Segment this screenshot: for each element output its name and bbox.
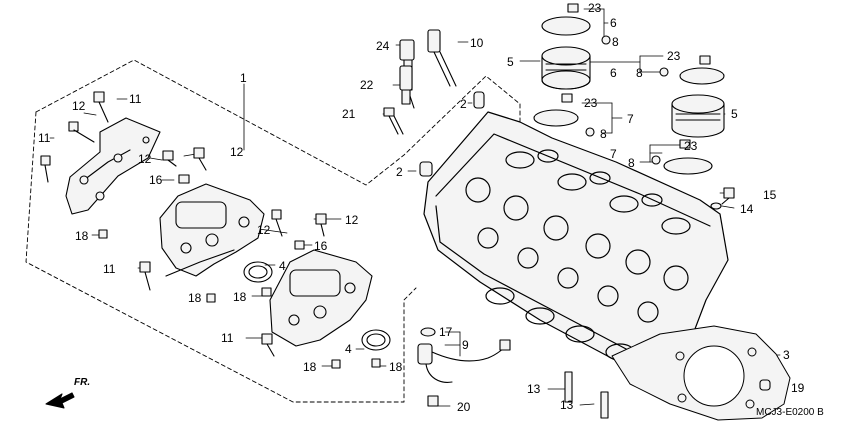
- callout-2: 2: [396, 165, 403, 179]
- callout-18: 18: [75, 229, 89, 243]
- callout-11: 11: [129, 92, 142, 106]
- callout-23: 23: [584, 96, 598, 110]
- bolts-left: [40, 91, 381, 369]
- callout-13: 13: [560, 398, 574, 412]
- callout-8: 8: [636, 66, 643, 80]
- callout-15: 15: [763, 188, 777, 202]
- spark-plugs: [383, 29, 457, 135]
- bolts-right: [710, 187, 735, 210]
- callout-6: 6: [610, 66, 617, 80]
- callout-5: 5: [731, 107, 738, 121]
- dowel-pins: [419, 91, 485, 177]
- intake-insulators: [533, 3, 725, 175]
- studs: [564, 371, 771, 419]
- callout-23: 23: [684, 139, 698, 153]
- part-code: MCJ3-E0200 B: [756, 407, 824, 418]
- left-group-outline-bottom: [25, 111, 417, 403]
- callout-13: 13: [527, 382, 541, 396]
- head-gasket: [611, 325, 791, 421]
- o-rings: [243, 261, 391, 351]
- callout-6: 6: [610, 16, 617, 30]
- callout-12: 12: [72, 99, 86, 113]
- camshaft-holder-mid: [159, 183, 265, 277]
- callout-12: 12: [345, 213, 359, 227]
- callout-16: 16: [149, 173, 163, 187]
- callout-10: 10: [470, 36, 484, 50]
- camshaft-holder-rear: [269, 249, 373, 347]
- callout-22: 22: [360, 78, 374, 92]
- callout-21: 21: [342, 107, 356, 121]
- callout-16: 16: [314, 239, 328, 253]
- callout-11: 11: [221, 331, 234, 345]
- callout-12: 12: [138, 152, 152, 166]
- callout-8: 8: [612, 35, 619, 49]
- callout-20: 20: [457, 400, 471, 414]
- callout-7: 7: [627, 112, 634, 126]
- front-direction-arrow: [45, 392, 75, 409]
- camshaft-holder-front: [65, 117, 161, 215]
- callout-9: 9: [462, 338, 469, 352]
- callout-23: 23: [667, 49, 681, 63]
- callout-2: 2: [460, 97, 467, 111]
- callout-17: 17: [439, 325, 453, 339]
- callout-23: 23: [588, 1, 602, 15]
- callout-19: 19: [791, 381, 805, 395]
- callout-18: 18: [303, 360, 317, 374]
- callout-18: 18: [188, 291, 202, 305]
- callout-4: 4: [279, 259, 286, 273]
- callout-7: 7: [610, 147, 617, 161]
- callout-24: 24: [376, 39, 390, 53]
- callout-3: 3: [783, 348, 790, 362]
- callout-18: 18: [233, 290, 247, 304]
- callout-18: 18: [389, 360, 403, 374]
- front-direction-label: FR.: [74, 377, 91, 388]
- callout-8: 8: [600, 127, 607, 141]
- callout-14: 14: [740, 202, 754, 216]
- callout-4: 4: [345, 342, 352, 356]
- left-group-outline-top: [35, 59, 521, 186]
- callout-1: 1: [240, 71, 247, 85]
- callout-11: 11: [103, 262, 116, 276]
- callout-12: 12: [257, 223, 271, 237]
- callout-8: 8: [628, 156, 635, 170]
- callout-12: 12: [230, 145, 244, 159]
- callout-5: 5: [507, 55, 514, 69]
- callout-11: 11: [38, 131, 51, 145]
- sensor-assembly: [417, 327, 511, 407]
